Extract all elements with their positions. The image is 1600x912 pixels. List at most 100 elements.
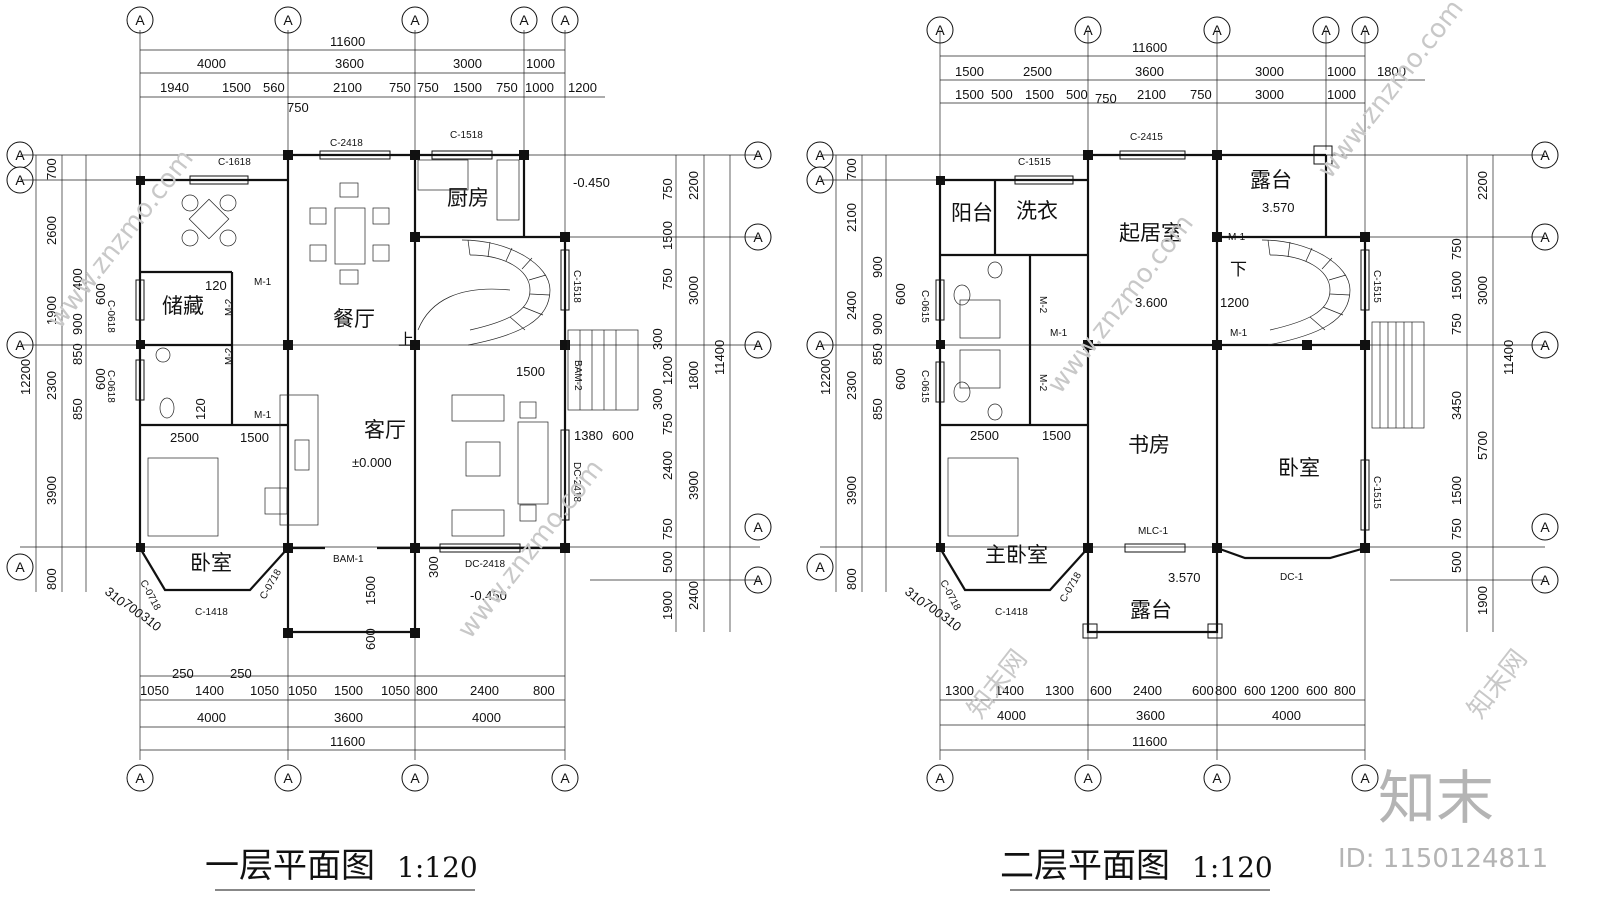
- f1-dim-bot-r1-5: 1050: [381, 683, 410, 698]
- floor1-tag-m2-b: M-2: [224, 347, 235, 365]
- f2-dim-bot-total: 11600: [1132, 734, 1167, 749]
- f2-dim-top-r2-4: 750: [1095, 91, 1117, 106]
- floor2-windows: [935, 150, 1370, 553]
- f1-dim-top-r2-4: 750: [389, 80, 411, 95]
- f1-dim-top-r2-6: 1500: [453, 80, 482, 95]
- f2-dim-top-r2-8: 1000: [1327, 87, 1356, 102]
- f1-dim-left-r1-2: 1900: [44, 296, 59, 325]
- floor2-elevation-terrace-bottom: 3.570: [1168, 570, 1201, 585]
- floor1-dimensions-right: 11400 2200 3000 1800 3900 2400 750 1500 …: [650, 171, 727, 620]
- axis-bubble-circle: [551, 764, 579, 792]
- floor2-columns: [936, 150, 1370, 553]
- f1-dim-bot-r2-0: 4000: [197, 710, 226, 725]
- f1-dim-inner-0: 120: [205, 278, 227, 293]
- floor1-elevation-bottom: -0.450: [470, 588, 507, 603]
- f1-dim-bot-r1-1: 1400: [195, 683, 224, 698]
- f1-dim-bot-small-0: 250: [172, 666, 194, 681]
- axis-bubble-label: A: [1360, 770, 1370, 786]
- floor2-dimensions-bottom: 1300 1400 1300 600 2400 600 800 600 1200…: [945, 683, 1356, 749]
- floor2-scale: 1:120: [1192, 851, 1273, 884]
- floor2-axis-bubble-12: A: [806, 553, 834, 581]
- floor1-dimensions-top: 11600 4000 3600 3000 1000 1940 1500 560 …: [160, 34, 597, 115]
- f1-dim-inner-5: 1380: [574, 428, 603, 443]
- f1-dim-left-r2-0: 400: [70, 268, 85, 290]
- floor1-tag-c1618: C-1618: [218, 157, 251, 168]
- f2-dim-right-r2-6: 500: [1449, 551, 1464, 573]
- f1-dim-inner-8: 600: [363, 628, 378, 650]
- f1-dim-right-r2-1: 1500: [660, 221, 675, 250]
- floor1-tag-c0618-a: C-0618: [105, 300, 116, 333]
- f2-dim-top-r1-4: 1000: [1327, 64, 1356, 79]
- f1-dim-top-r2-5: 750: [417, 80, 439, 95]
- f2-dim-top-r2-3: 500: [1066, 87, 1088, 102]
- floor2-room-terrace-top: 露台: [1250, 168, 1292, 192]
- axis-bubble-circle: [274, 764, 302, 792]
- f2-dim-top-r2-0: 1500: [955, 87, 984, 102]
- f1-dim-top-r2-7: 750: [496, 80, 518, 95]
- axis-bubble-label: A: [1540, 229, 1550, 245]
- f1-dim-bot-r1-2: 1050: [250, 683, 279, 698]
- floor1-axis-bubble-8: A: [551, 764, 579, 792]
- axis-bubble-circle: [401, 764, 429, 792]
- floor1-title: 一层平面图: [205, 846, 375, 886]
- f1-dim-left-r2-4: 600: [93, 368, 108, 390]
- floor2-tag-m1-c: M-1: [1230, 328, 1248, 339]
- f2-dim-bot-r2-2: 4000: [1272, 708, 1301, 723]
- floor1-scale: 1:120: [397, 851, 478, 884]
- floor1-tag-dc2418-bottom: DC-2418: [465, 559, 505, 570]
- f1-dim-top-total: 11600: [330, 34, 365, 49]
- watermark-brand-2: 知末网: [1462, 644, 1534, 724]
- f1-dim-right-r1-4: 2400: [686, 581, 701, 610]
- floor1-tag-m1-b: M-1: [254, 410, 272, 421]
- f1-dim-right-r2-10: 1900: [660, 591, 675, 620]
- floor1-axis-bubble-3: A: [510, 6, 538, 34]
- floor2-furniture: [947, 261, 1019, 537]
- f2-dim-right-r1-0: 2200: [1475, 171, 1490, 200]
- f2-dim-right-r2-4: 1500: [1449, 476, 1464, 505]
- axis-bubble-label: A: [135, 12, 145, 28]
- axis-bubble-label: A: [935, 770, 945, 786]
- floor2-axis-bubble-16: A: [1531, 513, 1559, 541]
- floor2-tag-mlc1: MLC-1: [1138, 526, 1168, 537]
- f2-dim-top-r1-3: 3000: [1255, 64, 1284, 79]
- f1-dim-top-r2-8: 1000: [525, 80, 554, 95]
- f1-dim-bot-r1-4: 1500: [334, 683, 363, 698]
- floor1-tag-c1518-side: C-1518: [571, 270, 582, 303]
- f1-dim-top-r2-9: 1200: [568, 80, 597, 95]
- watermark-logo: 知末: [1378, 764, 1494, 832]
- f2-dim-top-total: 11600: [1132, 40, 1167, 55]
- f1-dim-right-r2-9: 500: [660, 551, 675, 573]
- f1-dim-right-r2-5: 300: [650, 388, 665, 410]
- floor2-tag-m2-b: M-2: [1037, 374, 1048, 392]
- f2-dim-left-r1-2: 2400: [844, 291, 859, 320]
- floor1-room-living: 客厅: [364, 418, 406, 442]
- f2-dim-top-r1-0: 1500: [955, 64, 984, 79]
- f2-dim-left-r2-2: 900: [870, 313, 885, 335]
- axis-bubble-circle: [1203, 764, 1231, 792]
- floor2-stair-down: 下: [1230, 260, 1247, 280]
- axis-bubble-circle: [126, 764, 154, 792]
- floor1-dimensions-inner: 120 120 2500 1500 1500 1380 600 1500 600…: [102, 278, 634, 650]
- axis-bubble-label: A: [410, 770, 420, 786]
- f2-dim-bot-r1-6: 800: [1215, 683, 1237, 698]
- f1-dim-top-r1-3: 1000: [526, 56, 555, 71]
- axis-bubble-label: A: [815, 559, 825, 575]
- floor1-tag-bam1: BAM-1: [333, 554, 364, 565]
- floor2-walls: [938, 153, 1367, 634]
- floor2-axis-bubble-8: A: [1351, 764, 1379, 792]
- f1-dim-left-r1-5: 800: [44, 568, 59, 590]
- f1-dim-left-total: 12200: [18, 359, 33, 395]
- f1-dim-right-r1-1: 3000: [686, 276, 701, 305]
- watermark-id: ID: 1150124811: [1338, 844, 1548, 874]
- f1-dim-bot-r1-0: 1050: [140, 683, 169, 698]
- floor1-room-storage: 储藏: [162, 294, 204, 318]
- floor2-tag-c0615-b: C-0615: [919, 370, 930, 403]
- f1-dim-bot-total: 11600: [330, 734, 365, 749]
- axis-bubble-label: A: [135, 770, 145, 786]
- f1-dim-top-extra: 750: [287, 100, 309, 115]
- f1-dim-left-r1-3: 2300: [44, 371, 59, 400]
- floor1-axis-bubble-4: A: [551, 6, 579, 34]
- floor2-room-study: 书房: [1128, 433, 1170, 457]
- f1-dim-top-r1-0: 4000: [197, 56, 226, 71]
